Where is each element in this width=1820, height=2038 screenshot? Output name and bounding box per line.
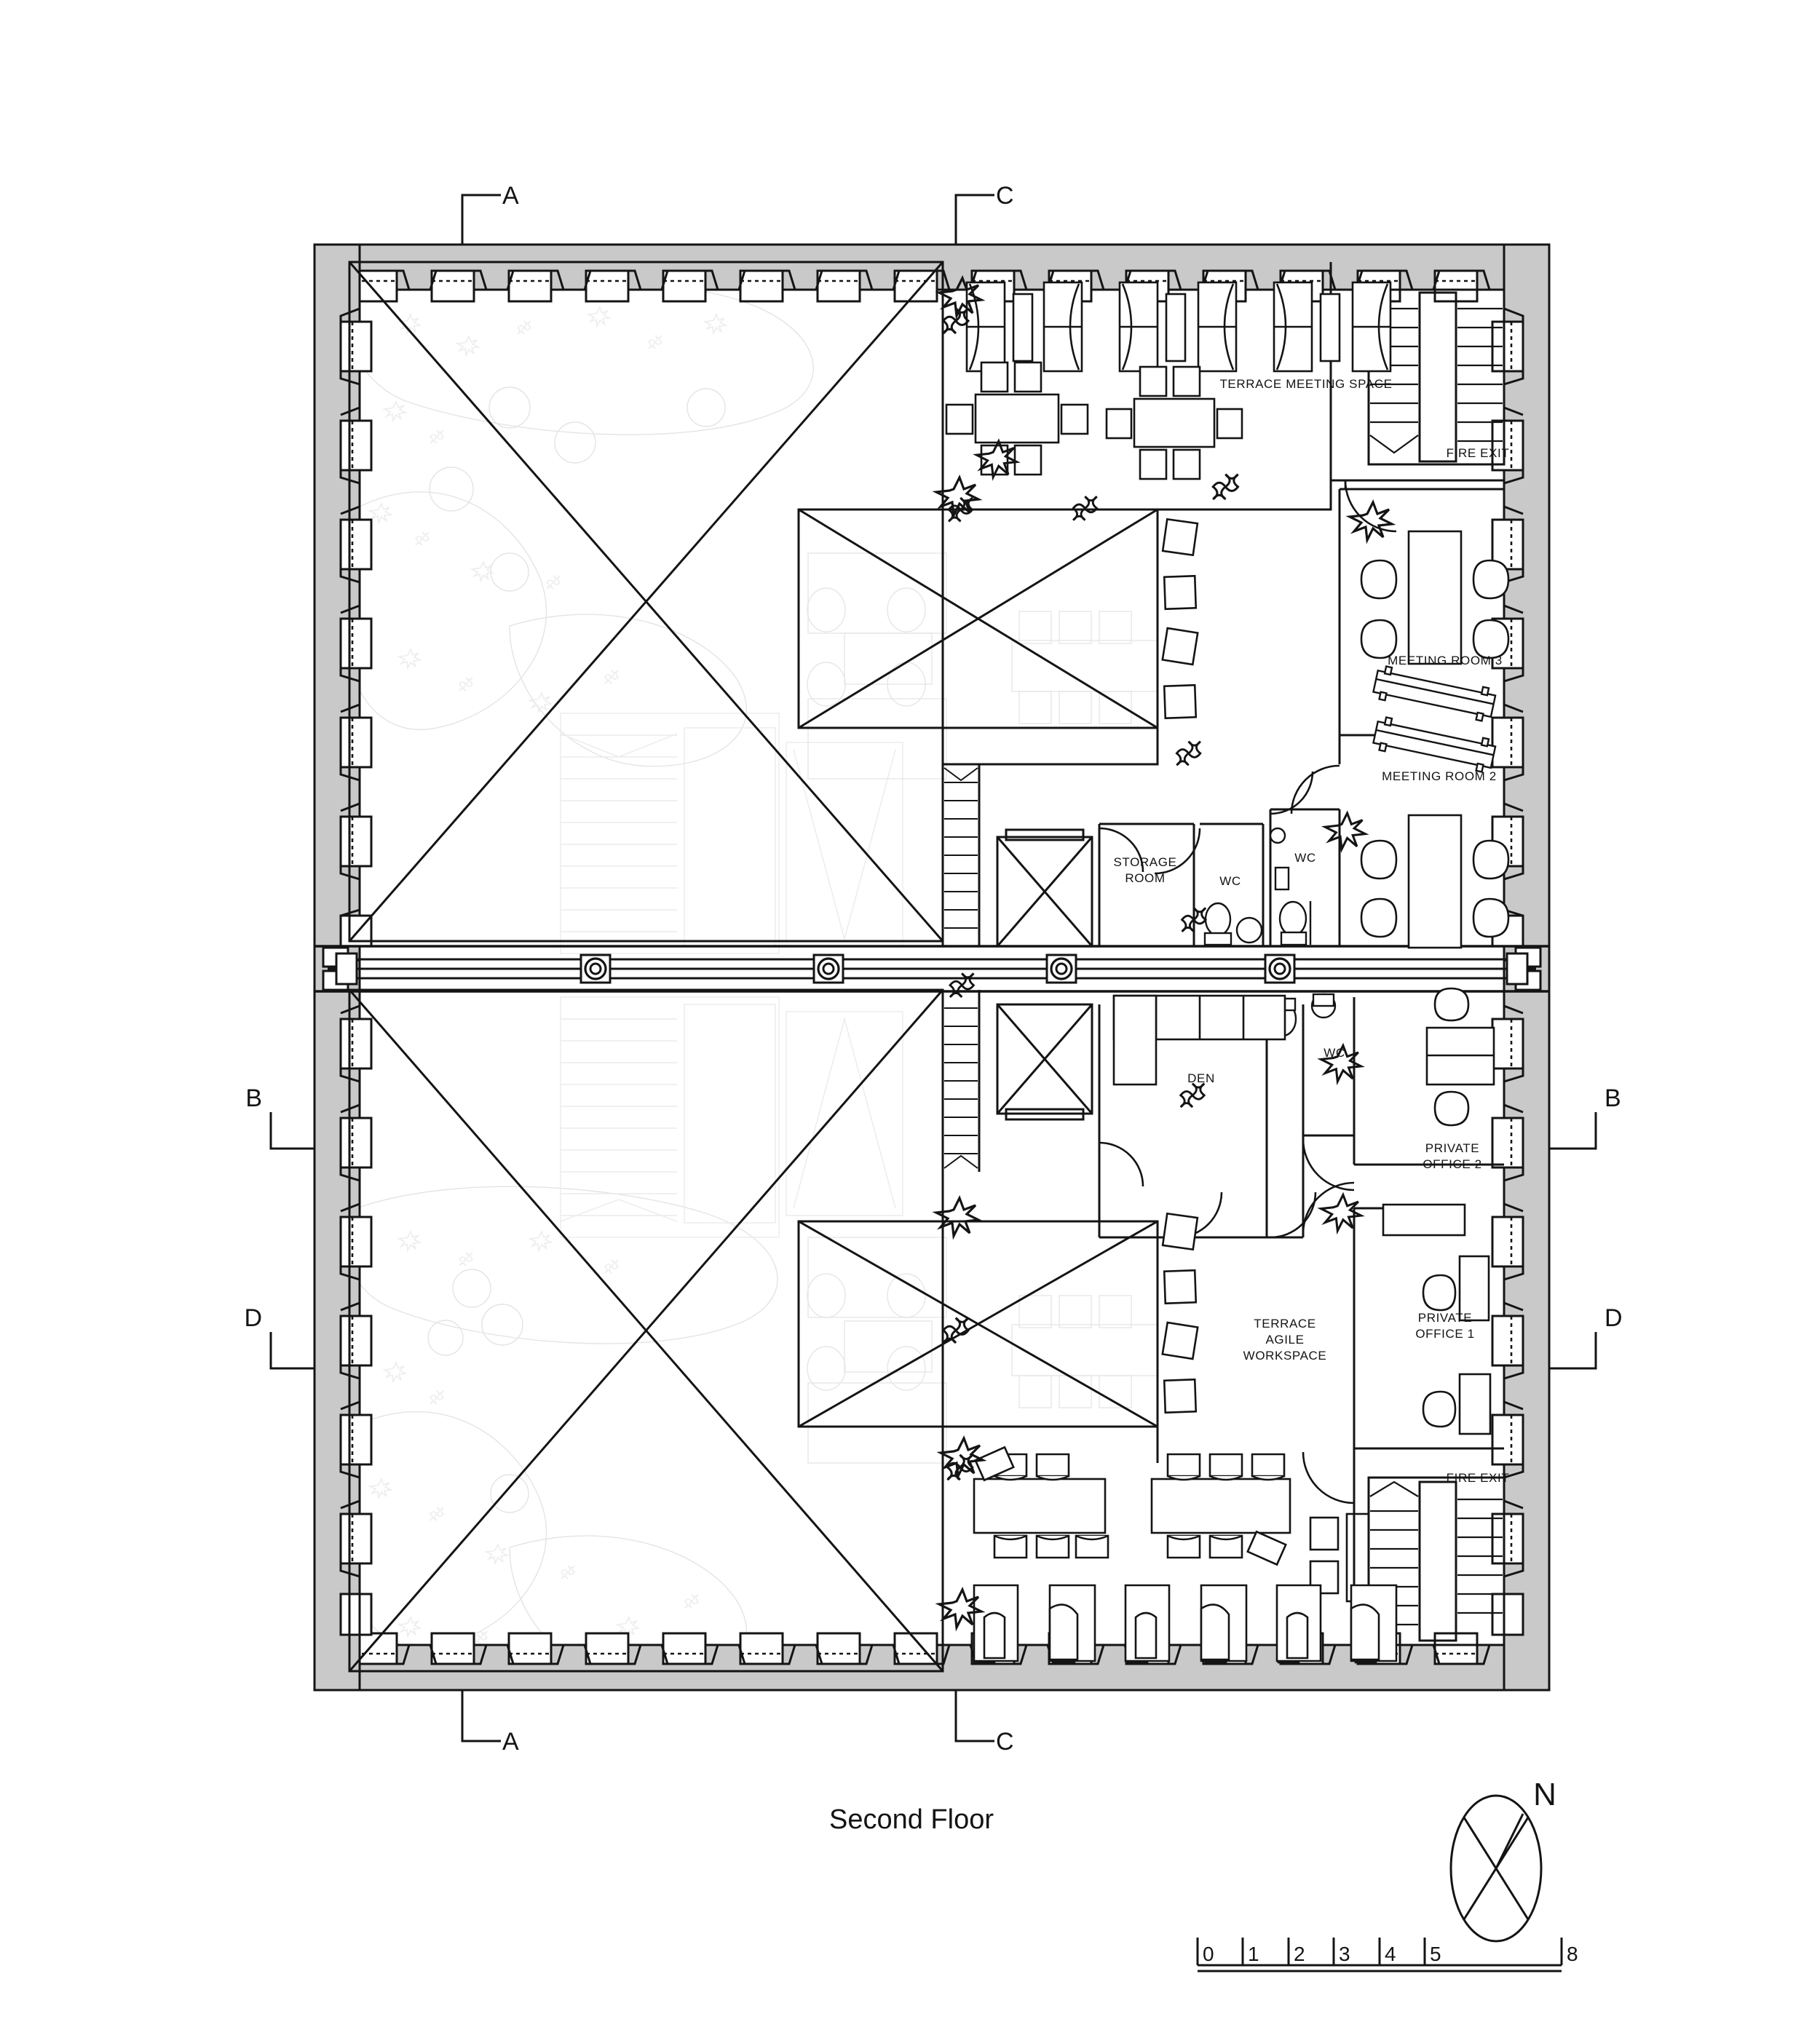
column-marker-4 [1264, 953, 1296, 984]
room-label-private-office-1: PRIVATE OFFICE 1 [1415, 1311, 1474, 1341]
section-marker-D-left [269, 1332, 314, 1370]
private-office-1-furniture [1382, 1203, 1492, 1435]
north-compass [1449, 1794, 1543, 1943]
section-marker-A-top [461, 194, 501, 245]
fire-exit-stair-south [1309, 1476, 1506, 1646]
void-northwest [348, 261, 944, 943]
chair [974, 1446, 1109, 1559]
svg-text:TERRACE: TERRACE [1254, 1317, 1315, 1331]
void-southwest [348, 988, 944, 1673]
sofa-row-north [965, 281, 1392, 373]
section-marker-B-left [269, 1112, 314, 1150]
room-label-fire-exit-north: FIRE EXIT [1447, 446, 1510, 460]
section-label-A-bottom: A [502, 1728, 519, 1756]
scale-tick-3: 3 [1339, 1943, 1350, 1965]
exterior-wall-assembly [313, 243, 1551, 1692]
room-label-terrace-agile-workspace: TERRACE AGILE WORKSPACE [1243, 1317, 1327, 1363]
central-beam-band [314, 945, 1549, 993]
meeting-table-n2 [1105, 365, 1243, 480]
room-label-terrace-meeting-space: TERRACE MEETING SPACE [1219, 377, 1392, 391]
scale-tick-8: 8 [1567, 1943, 1578, 1965]
bench-upper [1372, 665, 1497, 773]
room-label-fire-exit-south: FIRE EXIT [1447, 1471, 1510, 1485]
chair [1166, 1453, 1287, 1566]
void-north-central [797, 508, 1159, 729]
interior-partitions [941, 262, 1504, 1671]
room-label-den: DEN [1187, 1071, 1215, 1085]
meeting-room-2-furniture [1360, 814, 1510, 949]
column-marker-2 [812, 953, 844, 984]
svg-text:OFFICE 1: OFFICE 1 [1415, 1327, 1474, 1341]
wc-fixtures [1203, 827, 1337, 1037]
section-label-C-top: C [996, 182, 1014, 210]
plant-sprites [935, 277, 1393, 1629]
terrace-chairs-n [1161, 518, 1199, 720]
section-markers [269, 194, 1597, 1742]
work-table-s2 [1150, 1453, 1291, 1566]
private-office-2-furniture [1425, 987, 1495, 1127]
svg-text:STORAGE: STORAGE [1113, 855, 1176, 869]
column-marker-3 [1045, 953, 1077, 984]
door-swings [1099, 480, 1397, 1504]
section-marker-B-right [1549, 1112, 1597, 1150]
scale-bar [1196, 1938, 1563, 1972]
room-label-private-office-2: PRIVATE OFFICE 2 [1423, 1141, 1481, 1171]
section-label-B-left: B [245, 1085, 262, 1112]
svg-text:PRIVATE: PRIVATE [1425, 1141, 1479, 1155]
wall-bottom [313, 1632, 1551, 1692]
fire-exit-stair-north [1367, 288, 1506, 466]
room-label-wc-south: WC [1324, 1046, 1345, 1060]
section-label-D-left: D [244, 1304, 262, 1332]
scale-tick-4: 4 [1385, 1943, 1396, 1965]
terrace-chairs-s [1161, 1212, 1199, 1414]
void-south-central [797, 1220, 1159, 1428]
section-marker-D-right [1549, 1332, 1597, 1370]
den-furniture [1112, 994, 1286, 1086]
terrace-meeting-furniture [945, 281, 1392, 720]
svg-text:PRIVATE: PRIVATE [1418, 1311, 1472, 1325]
north-compass-label: N [1533, 1777, 1556, 1812]
meeting-room-3-furniture [1360, 530, 1510, 665]
scale-tick-5: 5 [1430, 1943, 1441, 1965]
section-marker-labels: A C A C B D B D [244, 182, 1622, 1756]
svg-text:ROOM: ROOM [1125, 871, 1165, 885]
section-label-C-bottom: C [996, 1728, 1014, 1756]
lounge-pod-row [973, 1584, 1398, 1664]
meeting-table-n1 [945, 361, 1089, 476]
svg-text:WORKSPACE: WORKSPACE [1243, 1349, 1327, 1363]
agile-workspace-furniture [973, 1212, 1398, 1664]
section-marker-C-bottom [954, 1690, 994, 1742]
svg-text:AGILE: AGILE [1265, 1333, 1304, 1347]
scale-tick-0: 0 [1203, 1943, 1214, 1965]
scale-tick-2: 2 [1294, 1943, 1305, 1965]
room-labels: TERRACE MEETING SPACE FIRE EXIT MEETING … [1113, 377, 1510, 1485]
column-marker-1 [579, 953, 612, 984]
page-title: Second Floor [829, 1804, 994, 1835]
section-marker-A-bottom [461, 1690, 501, 1742]
column-node-right [1506, 946, 1542, 991]
room-label-meeting-room-3: MEETING ROOM 3 [1388, 654, 1503, 667]
scale-tick-1: 1 [1248, 1943, 1259, 1965]
room-label-storage-room: STORAGE ROOM [1113, 855, 1176, 885]
scale-bar-ticks: 0 1 2 3 4 5 8 [1203, 1943, 1578, 1965]
section-label-A-top: A [502, 182, 519, 210]
section-label-D-right: D [1605, 1304, 1623, 1332]
svg-text:OFFICE 2: OFFICE 2 [1423, 1157, 1481, 1171]
work-table-s1 [973, 1446, 1109, 1559]
room-label-wc-north-2: WC [1294, 851, 1316, 865]
room-label-meeting-room-2: MEETING ROOM 2 [1382, 769, 1497, 783]
section-marker-C-top [954, 194, 994, 245]
column-node [322, 946, 358, 991]
section-label-B-right: B [1605, 1085, 1621, 1112]
room-label-wc-north-1: WC [1219, 874, 1241, 888]
